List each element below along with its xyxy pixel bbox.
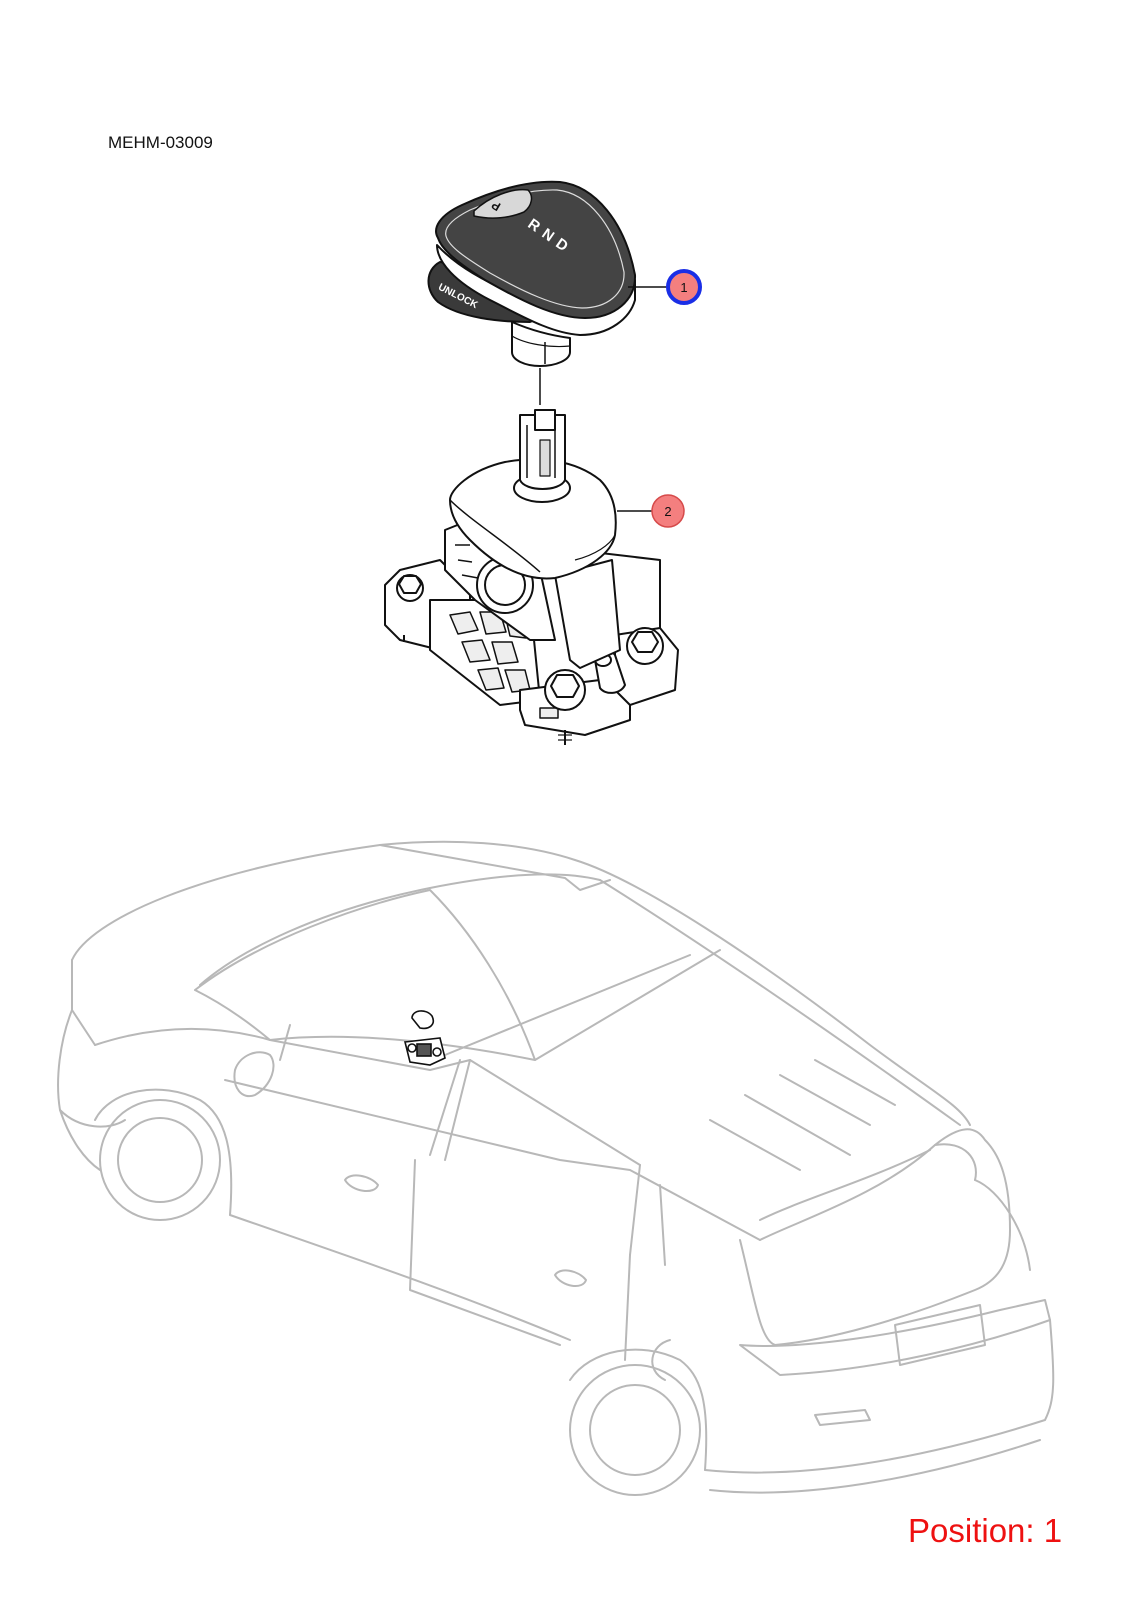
callout-1-bubble — [666, 269, 702, 305]
position-indicator: Position: 1 — [908, 1512, 1063, 1549]
vehicle-outline — [57, 840, 1055, 1496]
gear-shift-knob[interactable] — [427, 180, 637, 367]
callout-2[interactable]: 2 — [617, 494, 685, 528]
callout-1-label: 1 — [680, 280, 687, 295]
callout-1[interactable]: 1 — [628, 269, 702, 305]
shifter-location-marker — [404, 1010, 446, 1066]
callout-2-label: 2 — [664, 504, 671, 519]
gear-shifter-assembly[interactable] — [384, 409, 679, 745]
callout-2-bubble — [651, 494, 685, 528]
document-code: MEHM-03009 — [108, 133, 213, 152]
